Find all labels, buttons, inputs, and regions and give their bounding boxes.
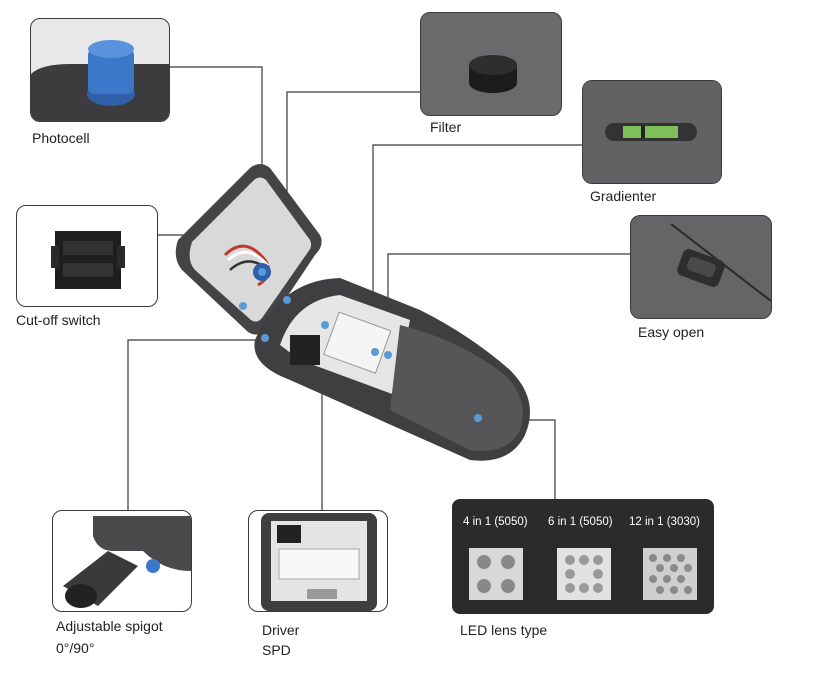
spd-label: SPD [262, 642, 291, 658]
photocell-label: Photocell [32, 130, 90, 146]
cutoff-label: Cut-off switch [16, 312, 101, 328]
cutoff-switch-image [51, 231, 125, 289]
filter-image [421, 13, 561, 115]
filter-label: Filter [430, 119, 462, 135]
spigot-label-2: 0°/90° [56, 640, 95, 656]
gradienter-line [372, 144, 582, 355]
photocell-callout [30, 18, 170, 122]
led-lens-images [469, 548, 697, 600]
cutoff-callout [16, 205, 158, 307]
led-lens-label: LED lens type [460, 622, 548, 638]
led-option-4in1: 4 in 1 (5050) [463, 516, 528, 528]
spigot-label-1: Adjustable spigot [56, 618, 163, 634]
driver-image [261, 513, 377, 611]
photocell-image [31, 40, 169, 121]
gradienter-image [583, 81, 721, 183]
spigot-image [63, 516, 191, 608]
led-option-6in1: 6 in 1 (5050) [548, 516, 613, 528]
luminaire-illustration [175, 164, 530, 461]
led-option-12in1: 12 in 1 (3030) [629, 516, 700, 528]
spigot-callout [52, 510, 192, 612]
easy-open-label: Easy open [638, 324, 705, 340]
spigot-line [127, 339, 262, 510]
led-lens-panel: 4 in 1 (5050) 6 in 1 (5050) 12 in 1 (303… [452, 499, 714, 614]
gradienter-label: Gradienter [590, 188, 657, 204]
easy-open-image [631, 216, 771, 318]
driver-callout [248, 510, 388, 612]
easy-open-callout [630, 215, 772, 319]
driver-label: Driver [262, 622, 300, 638]
filter-callout [420, 12, 562, 116]
gradienter-callout [582, 80, 722, 184]
